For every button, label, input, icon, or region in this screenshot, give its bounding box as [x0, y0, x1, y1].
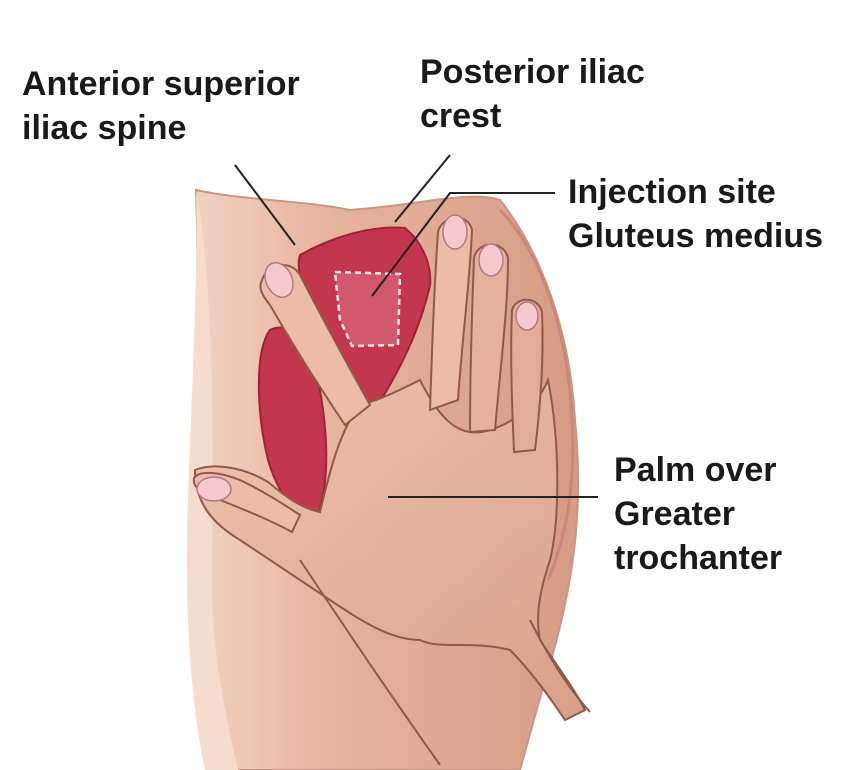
thumbnail	[197, 477, 231, 501]
label-palm-line-1: Palm over	[614, 448, 782, 492]
little-fingernail	[516, 302, 538, 330]
label-injection-site: Injection site Gluteus medius	[568, 170, 823, 258]
middle-fingernail	[443, 215, 467, 249]
label-inj-line-2: Gluteus medius	[568, 214, 823, 258]
label-pic-line-1: Posterior iliac	[420, 50, 645, 94]
label-asis-line-1: Anterior superior	[22, 62, 300, 106]
label-anterior-superior-iliac-spine: Anterior superior iliac spine	[22, 62, 300, 150]
label-palm-over-greater-trochanter: Palm over Greater trochanter	[614, 448, 782, 580]
label-palm-line-2: Greater	[614, 492, 782, 536]
label-palm-line-3: trochanter	[614, 536, 782, 580]
ring-fingernail	[479, 244, 503, 276]
label-inj-line-1: Injection site	[568, 170, 823, 214]
label-asis-line-2: iliac spine	[22, 106, 300, 150]
label-posterior-iliac-crest: Posterior iliac crest	[420, 50, 645, 138]
label-pic-line-2: crest	[420, 94, 645, 138]
